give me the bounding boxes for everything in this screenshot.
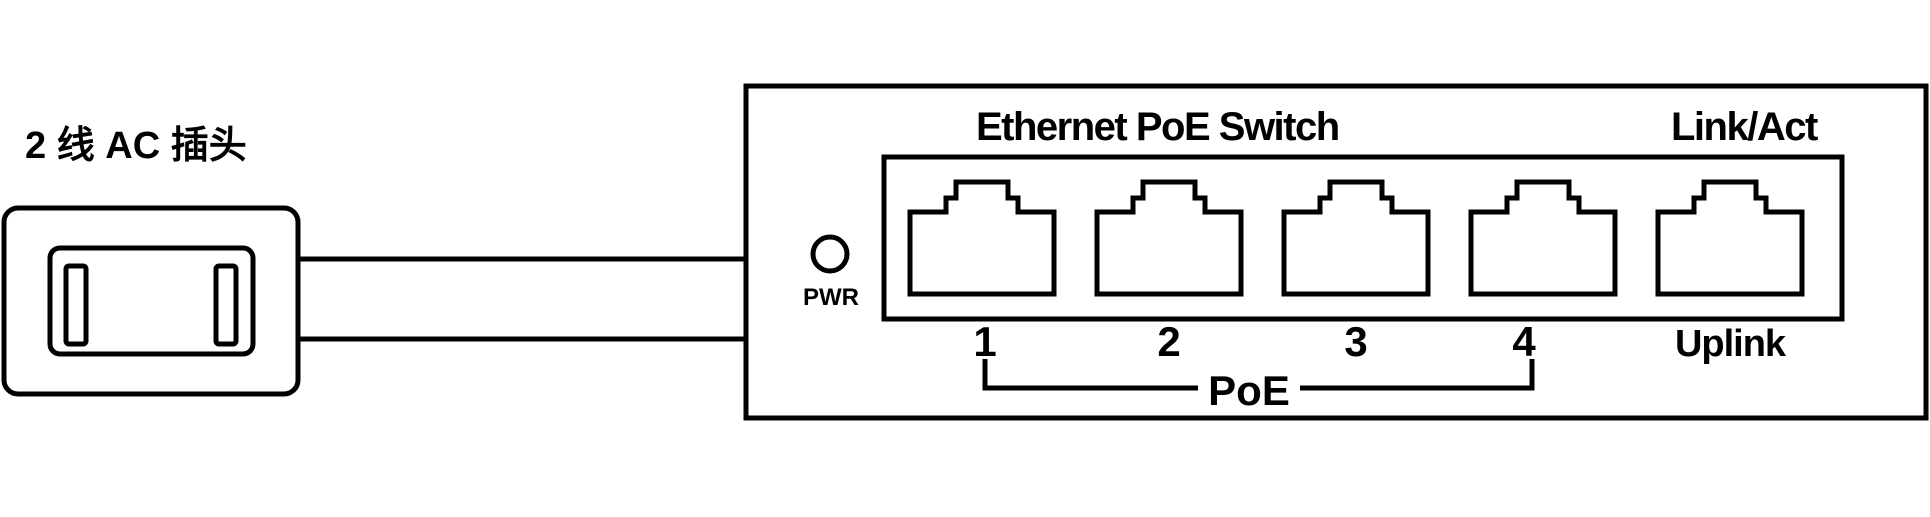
switch: Ethernet PoE Switch Link/Act PWR 1 2 3 4 Upl… <box>743 83 1929 421</box>
plug-face <box>47 245 256 357</box>
poe-bracket-line-left <box>982 359 1198 391</box>
ports <box>907 179 1805 297</box>
switch-title: Ethernet PoE Switch <box>976 105 1339 149</box>
rj45-port-3 <box>1281 179 1431 297</box>
port-label-3: 3 <box>1344 318 1367 365</box>
plug-prong-right <box>213 263 239 347</box>
rj45-port-4 <box>1468 179 1618 297</box>
power-cord <box>298 256 745 342</box>
plug-label: 2 线 AC 插头 <box>25 125 247 167</box>
ac-plug: 2 线 AC 插头 <box>1 125 301 397</box>
power-label: PWR <box>803 284 859 311</box>
rj45-port-1 <box>907 179 1057 297</box>
poe-group-label: PoE <box>1208 367 1290 414</box>
switch-housing <box>743 83 1929 421</box>
port-panel <box>881 154 1845 322</box>
port-label-2: 2 <box>1157 318 1180 365</box>
poe-bracket-line-right <box>1300 359 1535 391</box>
port-label-4: 4 <box>1512 318 1536 365</box>
link-act-label: Link/Act <box>1671 105 1818 149</box>
plug-body <box>1 205 301 397</box>
plug-prong-left <box>63 263 89 347</box>
poe-bracket: PoE <box>982 359 1535 414</box>
port-label-5: Uplink <box>1675 323 1787 365</box>
rj45-port-2 <box>1094 179 1244 297</box>
port-labels: 1 2 3 4 Uplink <box>973 318 1788 365</box>
power-led <box>810 234 850 274</box>
port-label-1: 1 <box>973 318 996 365</box>
rj45-port-5 <box>1655 179 1805 297</box>
